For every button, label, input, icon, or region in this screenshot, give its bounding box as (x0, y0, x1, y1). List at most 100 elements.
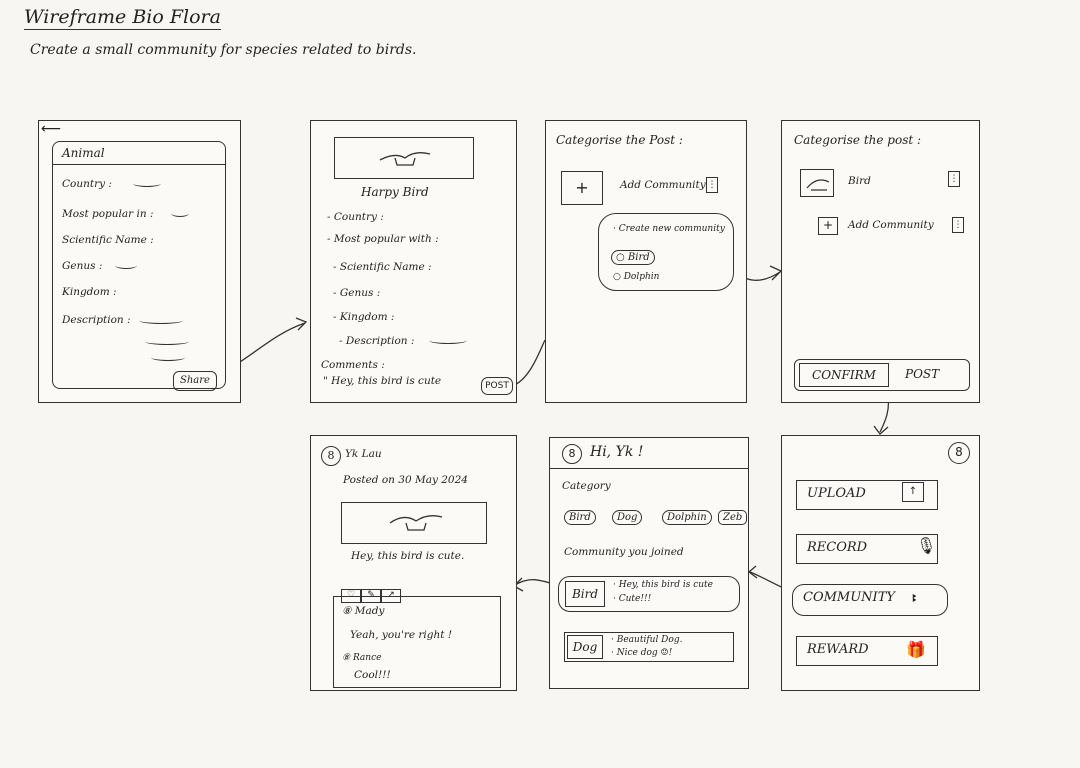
upload-icon: ↑ (902, 482, 924, 502)
add-community-button[interactable]: + (561, 171, 603, 205)
field-description: - Description : (339, 335, 415, 347)
user-name[interactable]: Yk Lau (345, 448, 382, 460)
field-country: Country : (62, 178, 112, 190)
avatar[interactable]: 8 (948, 442, 970, 464)
category-bird[interactable]: Bird (564, 510, 596, 525)
item-bird: Bird (848, 175, 871, 187)
confirm-post-bar: CONFIRM POST (794, 359, 970, 391)
wireframe-subtitle: Create a small community for species rel… (30, 42, 417, 58)
more-icon[interactable]: ⋮ (948, 171, 960, 187)
more-icon[interactable]: ⋮ (706, 177, 718, 193)
screen-categorise-confirm: Categorise the post : Bird ⋮ + Add Commu… (781, 120, 980, 403)
field-scientific: Scientific Name : (62, 234, 154, 246)
plus-icon: + (822, 218, 834, 232)
bird-image (334, 137, 474, 179)
bird-icon (389, 515, 443, 531)
animal-form-card: Animal Country : Most popular in : Scien… (52, 141, 226, 389)
reward-label: REWARD (807, 642, 869, 657)
comment-user-1[interactable]: ⑧ Mady (342, 605, 385, 617)
community-card-bird[interactable]: Bird · Hey, this bird is cute · Cute!!! (558, 576, 740, 612)
field-description: Description : (62, 314, 131, 326)
plus-icon: + (575, 178, 589, 197)
screen-post-view: 8 Yk Lau Posted on 30 May 2024 Hey, this… (310, 435, 517, 691)
greeting: Hi, Yk ! (590, 444, 644, 460)
category-zeb[interactable]: Zeb (718, 510, 748, 525)
option-bird[interactable]: ○ Bird (611, 250, 655, 265)
field-scientific: - Scientific Name : (333, 261, 432, 273)
community-bird-line2: · Cute!!! (613, 594, 652, 604)
comments-panel: ⑧ Mady Yeah, you're right ! ⑧ Rance Cool… (333, 596, 501, 688)
community-name-bird: Bird (565, 581, 605, 607)
field-genus: Genus : (62, 260, 103, 272)
more-icon[interactable]: ⋮ (952, 217, 964, 233)
comment-input[interactable]: " Hey, this bird is cute (323, 375, 442, 387)
bird-icon (379, 152, 431, 166)
post-button[interactable]: POST (905, 367, 940, 381)
screen-bird-detail: Harpy Bird - Country : - Most popular wi… (310, 120, 517, 403)
community-popup: · Create new community ○ Bird ○ Dolphin (598, 213, 734, 291)
upload-label: UPLOAD (807, 486, 866, 501)
community-bird-line1: · Hey, this bird is cute (613, 580, 713, 590)
circle-icon: ○ (616, 252, 625, 263)
comments-label: Comments : (321, 359, 385, 371)
field-kingdom: - Kingdom : (333, 311, 395, 323)
avatar: 8 (321, 446, 341, 466)
confirm-button[interactable]: CONFIRM (799, 363, 889, 387)
category-dog[interactable]: Dog (612, 510, 643, 525)
community-dog-line1: · Beautiful Dog. (611, 635, 683, 645)
screen-home: 8 Hi, Yk ! Category Bird Dog Dolphin Zeb… (549, 437, 749, 689)
post-button[interactable]: POST (481, 377, 513, 395)
record-label: RECORD (807, 540, 868, 555)
screen-animal-form: ⟵ Animal Country : Most popular in : Sci… (38, 120, 241, 403)
community-label: COMMUNITY (803, 590, 895, 605)
field-country: - Country : (327, 211, 384, 223)
reward-button[interactable]: REWARD (796, 636, 938, 666)
bird-icon (806, 179, 830, 191)
gift-icon: 🎁 (906, 640, 926, 659)
option-dolphin-label: Dolphin (623, 272, 660, 282)
screen-categorise-post: Categorise the Post : + Add Community ⋮ … (545, 120, 747, 403)
community-label: Community you joined (564, 546, 684, 558)
add-community-label[interactable]: Add Community (620, 179, 706, 191)
microphone-icon: 🎙 (916, 536, 937, 555)
categorise-heading: Categorise the post : (794, 133, 922, 147)
community-button[interactable]: COMMUNITY (792, 584, 948, 616)
option-bird-label: Bird (627, 252, 650, 263)
community-dog-line2: · Nice dog ☺! (611, 648, 673, 658)
home-header: 8 Hi, Yk ! (550, 438, 748, 469)
field-popular: - Most popular with : (327, 233, 439, 245)
add-community-button[interactable]: + (818, 217, 838, 235)
post-label: POST (485, 381, 509, 391)
category-dolphin[interactable]: Dolphin (662, 510, 712, 525)
circle-icon: ○ (613, 272, 624, 282)
add-community-label[interactable]: Add Community (848, 219, 934, 231)
field-kingdom: Kingdom : (62, 286, 117, 298)
confirm-label: CONFIRM (812, 368, 876, 382)
share-label: Share (180, 375, 210, 386)
category-label: Category (562, 480, 611, 492)
wireframe-title: Wireframe Bio Flora (24, 6, 221, 30)
upload-button[interactable]: UPLOAD (796, 480, 938, 510)
community-card-dog[interactable]: Dog · Beautiful Dog. · Nice dog ☺! (564, 632, 734, 662)
screen-main-menu: 8 UPLOAD ↑ RECORD 🎙 COMMUNITY ꔪ REWARD 🎁 (781, 435, 980, 691)
people-icon: ꔪ (912, 592, 918, 605)
bird-thumbnail (800, 169, 834, 197)
comment-text-2: Cool!!! (354, 669, 391, 681)
create-new-option[interactable]: · Create new community (613, 224, 725, 234)
bird-name: Harpy Bird (361, 185, 429, 199)
comment-user-2[interactable]: ⑧ Rance (342, 653, 382, 663)
option-dolphin[interactable]: ○ Dolphin (613, 272, 659, 282)
post-image (341, 502, 487, 544)
field-genus: - Genus : (333, 287, 381, 299)
avatar[interactable]: 8 (562, 444, 582, 464)
share-button[interactable]: Share (173, 371, 217, 391)
categorise-heading: Categorise the Post : (556, 133, 683, 147)
field-animal: Animal (62, 146, 105, 160)
posted-on: Posted on 30 May 2024 (343, 474, 468, 486)
community-name-dog: Dog (567, 635, 603, 659)
arrow-left-icon[interactable]: ⟵ (41, 121, 62, 137)
post-text: Hey, this bird is cute. (351, 550, 465, 562)
record-button[interactable]: RECORD (796, 534, 938, 564)
field-popular: Most popular in : (62, 208, 154, 220)
comment-text-1: Yeah, you're right ! (350, 629, 453, 641)
